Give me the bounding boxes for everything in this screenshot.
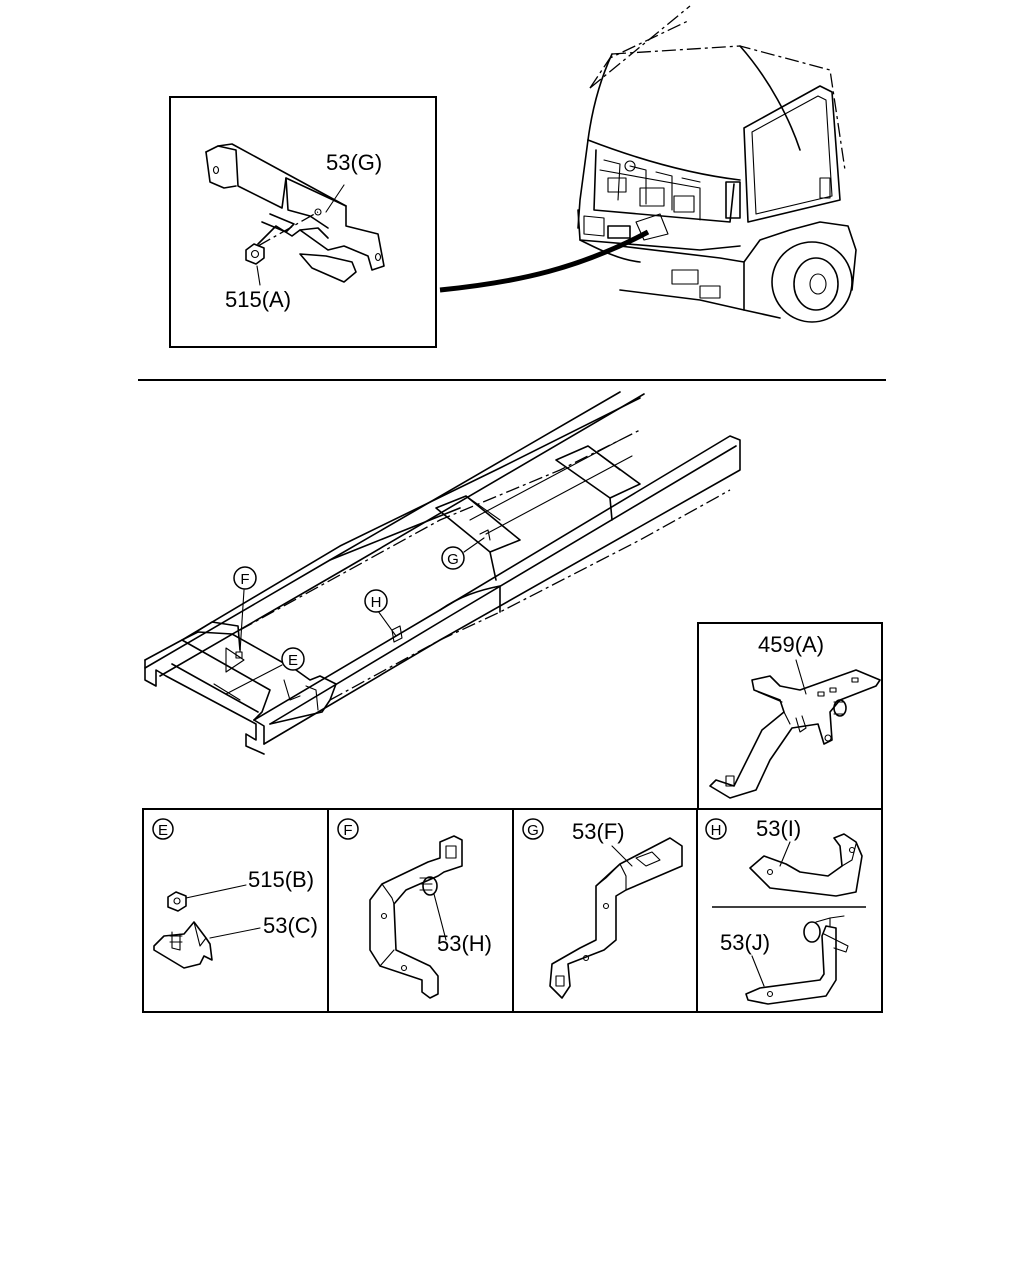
- top-inset-frame: [169, 96, 437, 348]
- truck-cab-drawing: [577, 5, 857, 323]
- label-459a: 459(A): [758, 632, 824, 657]
- svg-text:H: H: [371, 594, 382, 611]
- bracket-459a-panel: 459(A): [697, 622, 883, 810]
- svg-text:G: G: [447, 551, 459, 568]
- marker-h: H: [364, 589, 388, 613]
- top-inset: 53(G) 515(A): [169, 96, 437, 348]
- label-515a: 515(A): [225, 287, 291, 312]
- panel-e-part-0: 515(B): [248, 867, 314, 892]
- panel-g-marker: [522, 818, 544, 840]
- panel-h-part-0: 53(I): [756, 816, 801, 841]
- panel-f-marker: [337, 818, 359, 840]
- detail-panels: [142, 808, 883, 1013]
- marker-f: F: [233, 566, 257, 590]
- svg-text:E: E: [288, 652, 298, 669]
- label-53g: 53(G): [326, 150, 382, 175]
- panel-e-part-1: 53(C): [263, 913, 318, 938]
- panel-g-marker-text: G: [527, 822, 539, 839]
- leader-line: [439, 229, 650, 293]
- nut-icon: [245, 243, 265, 265]
- detail-panel-f: F 53(H): [337, 818, 492, 999]
- detail-panel-e: E 515(B) 53(C): [152, 818, 318, 969]
- panel-h-marker: [705, 818, 727, 840]
- panel-h-part-1: 53(J): [720, 930, 770, 955]
- detail-panel-g: G 53(F): [522, 818, 683, 999]
- svg-text:F: F: [240, 571, 249, 588]
- panel-e-marker-text: E: [158, 822, 168, 839]
- chassis-frame-drawing: [144, 391, 741, 755]
- nut-icon: [167, 891, 187, 912]
- detail-panel-h: H 53(I) 53(J): [705, 816, 863, 1005]
- panel-f-marker-text: F: [343, 822, 352, 839]
- panel-e-marker: [152, 818, 174, 840]
- panel-g-part-0: 53(F): [572, 819, 625, 844]
- panel-f-part-0: 53(H): [437, 931, 492, 956]
- bracket-53g-drawing: [205, 143, 385, 286]
- panel-h-marker-text: H: [711, 822, 722, 839]
- marker-e: E: [281, 647, 305, 671]
- marker-g: G: [441, 546, 465, 570]
